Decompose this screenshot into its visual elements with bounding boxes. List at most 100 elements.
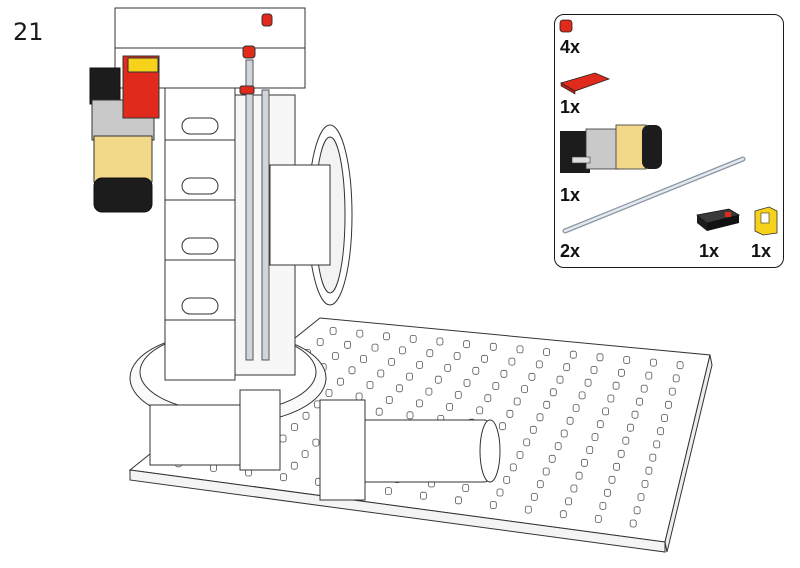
plate-stud (453, 352, 461, 360)
plate-stud (572, 404, 580, 413)
plate-stud (618, 368, 625, 377)
plate-stud (570, 484, 578, 493)
plate-stud (563, 363, 571, 372)
plate-stud (291, 423, 298, 432)
plate-stud (543, 400, 551, 409)
plate-stud (312, 438, 320, 447)
red-small-cap-icon (559, 19, 573, 33)
plate-stud (566, 416, 574, 425)
plate-stud (472, 366, 480, 375)
plate-stud (530, 492, 538, 501)
plate-stud (416, 360, 424, 369)
plate-stud (599, 501, 607, 510)
plate-stud (645, 371, 653, 380)
plate-stud (596, 420, 604, 429)
plate-stud (489, 501, 497, 509)
plate-stud (383, 332, 390, 341)
plate-stud (436, 337, 444, 346)
plate-stud (608, 475, 616, 484)
plate-stud (543, 348, 550, 357)
plate-stud (617, 449, 625, 458)
plate-stud (385, 396, 393, 404)
plate-stud (509, 463, 517, 472)
plate-stud (613, 462, 620, 471)
plate-stud (331, 352, 339, 360)
plate-stud (586, 446, 594, 454)
clip-icon (754, 206, 778, 236)
plate-stud (612, 381, 620, 390)
plate-stud (316, 338, 324, 346)
plate-stud (578, 391, 586, 400)
plate-stud (529, 425, 537, 434)
plate-stud (637, 493, 645, 502)
plate-stud (622, 436, 630, 445)
plate-stud (516, 450, 524, 459)
plate-stud (575, 471, 583, 480)
plate-stud (554, 442, 562, 451)
qty-connector: 1x (699, 241, 720, 261)
plate-stud (395, 384, 403, 393)
plate-stud (569, 350, 577, 359)
plate-stud (665, 400, 672, 409)
plate-stud (559, 510, 567, 519)
plate-stud (668, 387, 676, 396)
motor-icon (560, 124, 662, 173)
side-gear (269, 124, 353, 306)
plate-stud (536, 480, 544, 489)
plate-stud (425, 387, 433, 396)
plate-stud (594, 515, 602, 523)
plate-stud (481, 354, 488, 363)
plate-stud (508, 357, 516, 366)
plate-stud (661, 414, 668, 422)
plate-stud (640, 384, 648, 393)
plate-stud (503, 475, 511, 484)
plate-stud (591, 433, 599, 442)
plate-stud (565, 497, 572, 506)
plate-stud (406, 372, 413, 381)
plate-stud (633, 506, 641, 515)
plate-stud (279, 434, 287, 443)
plate-stud (676, 361, 684, 370)
plate-stud (524, 505, 532, 514)
plate-stud (500, 369, 508, 378)
plate-stud (499, 422, 506, 431)
plate-stud (454, 496, 462, 505)
plate-stud (556, 375, 564, 384)
plate-stud (337, 377, 344, 386)
plate-stud (355, 392, 363, 401)
plate-stud (523, 438, 531, 447)
red-plate-icon (559, 72, 611, 95)
plate-stud (657, 427, 664, 436)
qty-motor: 1x (560, 185, 581, 205)
plate-stud (636, 397, 643, 406)
plate-stud (384, 487, 392, 496)
plate-stud (590, 366, 598, 374)
plate-stud (344, 340, 352, 349)
plate-stud (641, 479, 649, 488)
qty-red-plate: 1x (560, 97, 581, 117)
plate-stud (535, 360, 543, 369)
step-number: 21 (13, 18, 44, 46)
plate-stud (584, 378, 592, 387)
plate-stud (516, 345, 524, 354)
plate-stud (463, 340, 471, 349)
plate-stud (629, 519, 637, 528)
connector-icon (696, 208, 741, 231)
plate-stud (406, 411, 414, 420)
red-caps (239, 13, 273, 95)
plate-stud (549, 388, 557, 397)
plate-stud (623, 356, 631, 364)
axle-icon (562, 156, 746, 234)
plate-stud (415, 399, 423, 408)
plate-stud (672, 374, 680, 383)
vertical-axles (245, 59, 270, 361)
plate-stud (650, 358, 657, 367)
plate-stud (302, 411, 310, 420)
plate-stud (602, 407, 609, 416)
plate-stud (388, 357, 396, 366)
plate-stud (645, 466, 653, 475)
plate-stud (301, 450, 309, 459)
plate-stud (280, 473, 287, 482)
plate-stud (581, 458, 588, 467)
